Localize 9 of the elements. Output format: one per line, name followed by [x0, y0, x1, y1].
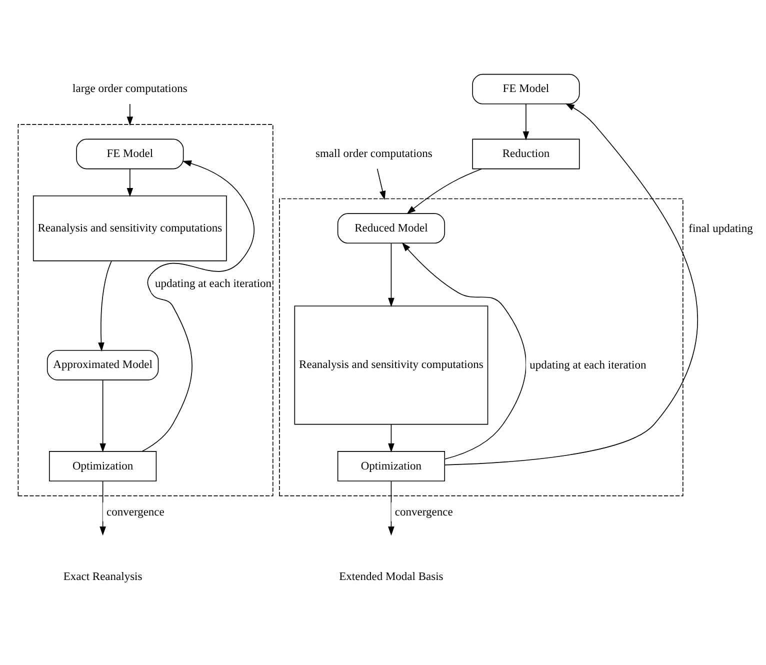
edge-label: updating at each iteration: [154, 277, 272, 290]
label: Extended Modal Basis: [339, 570, 444, 582]
edge-label: updating at each iteration: [530, 359, 646, 372]
edge-label: convergence: [106, 506, 164, 518]
edge-label: final updating: [688, 222, 753, 234]
node-text: large order computations: [72, 82, 188, 95]
label: Exact Reanalysis: [63, 570, 142, 582]
node-text: small order computations: [316, 148, 432, 160]
edge-label: convergence: [394, 506, 453, 518]
